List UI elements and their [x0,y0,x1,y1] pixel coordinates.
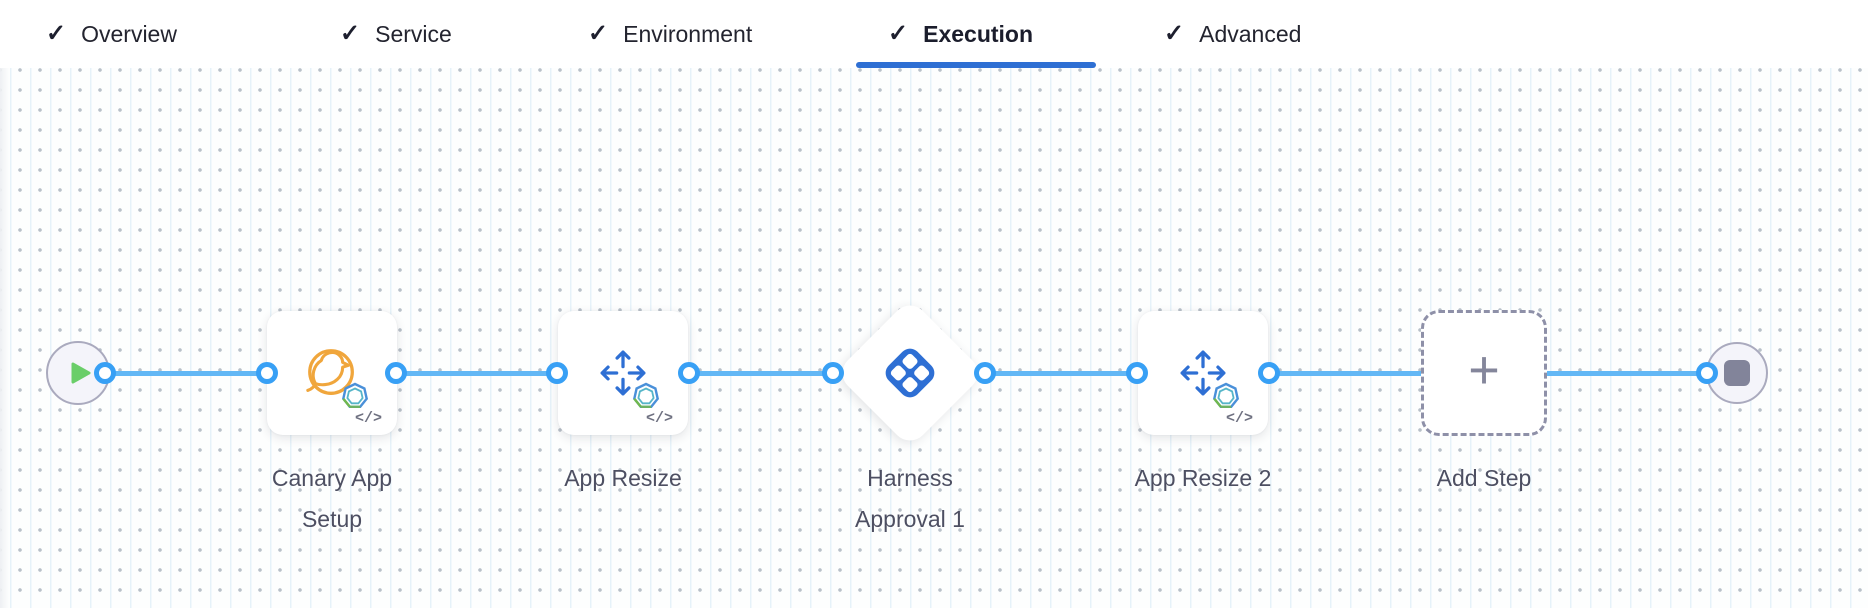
step-label-canary-app-setup: Canary App Setup [271,465,393,532]
active-tab-underline [856,62,1096,68]
connector-canary-out[interactable] [385,362,407,384]
stop-icon [1724,360,1750,386]
check-icon: ✓ [1164,20,1185,47]
connector-resize2-out[interactable] [1258,362,1280,384]
add-step-button[interactable]: + [1421,310,1547,436]
harness-logo-icon [885,348,935,398]
step-app-resize-2[interactable]: </> [1138,311,1268,435]
tab-label: Service [375,20,452,47]
step-icon-wrap [1174,344,1239,408]
resize-icon [1180,350,1226,396]
connector-resize2-in[interactable] [1126,362,1148,384]
step-label-app-resize: App Resize [564,465,682,491]
template-code-icon: </> [1225,410,1253,427]
edge-resize-to-approval [686,371,836,376]
step-label-harness-approval-1: Harness Approval 1 [855,465,965,532]
tab-service[interactable]: ✓ Service [340,0,452,68]
template-code-icon: </> [645,410,673,427]
tab-environment[interactable]: ✓ Environment [588,0,752,68]
tab-label: Overview [81,20,177,47]
tab-advanced[interactable]: ✓ Advanced [1164,0,1301,68]
check-icon: ✓ [340,20,361,47]
plus-icon: + [1468,340,1500,400]
step-label-app-resize-2: App Resize 2 [1134,465,1272,491]
stage-tab-bar: ✓ Overview ✓ Service ✓ Environment ✓ Exe… [0,0,1868,68]
step-label-add-step: Add Step [1436,465,1532,491]
step-app-resize[interactable]: </> [558,311,688,435]
connector-resize-in[interactable] [546,362,568,384]
step-icon-wrap [303,344,368,408]
canvas-left-shade [0,68,9,608]
connector-start-out[interactable] [94,362,116,384]
connector-approval-out[interactable] [974,362,996,384]
edge-addstep-to-end [1545,371,1710,376]
connector-resize-out[interactable] [678,362,700,384]
template-code-icon: </> [354,410,382,427]
check-icon: ✓ [588,20,609,47]
check-icon: ✓ [46,20,67,47]
step-icon-wrap [594,344,659,408]
tab-overview[interactable]: ✓ Overview [46,0,177,68]
tanzu-badge-icon [633,382,659,408]
edge-approval-to-resize2 [982,371,1140,376]
tab-label: Environment [623,20,753,47]
edge-resize2-to-addstep [1266,371,1424,376]
step-canary-app-setup[interactable]: </> [267,311,397,435]
step-harness-approval[interactable] [835,298,985,448]
play-icon [71,362,90,384]
check-icon: ✓ [888,20,909,47]
tab-execution[interactable]: ✓ Execution [856,0,1096,68]
edge-start-to-canary [95,371,272,376]
approval-icon-wrap [857,320,963,426]
connector-approval-in[interactable] [822,362,844,384]
tab-label: Execution [923,20,1034,47]
connector-end-in[interactable] [1696,362,1718,384]
resize-icon [600,350,646,396]
pipeline-canvas[interactable]: </> </> [0,68,1868,608]
connector-canary-in[interactable] [256,362,278,384]
tanzu-badge-icon [342,382,368,408]
edge-canary-to-resize [393,371,561,376]
canary-icon [306,349,354,395]
tanzu-badge-icon [1213,382,1239,408]
tab-label: Advanced [1199,20,1302,47]
